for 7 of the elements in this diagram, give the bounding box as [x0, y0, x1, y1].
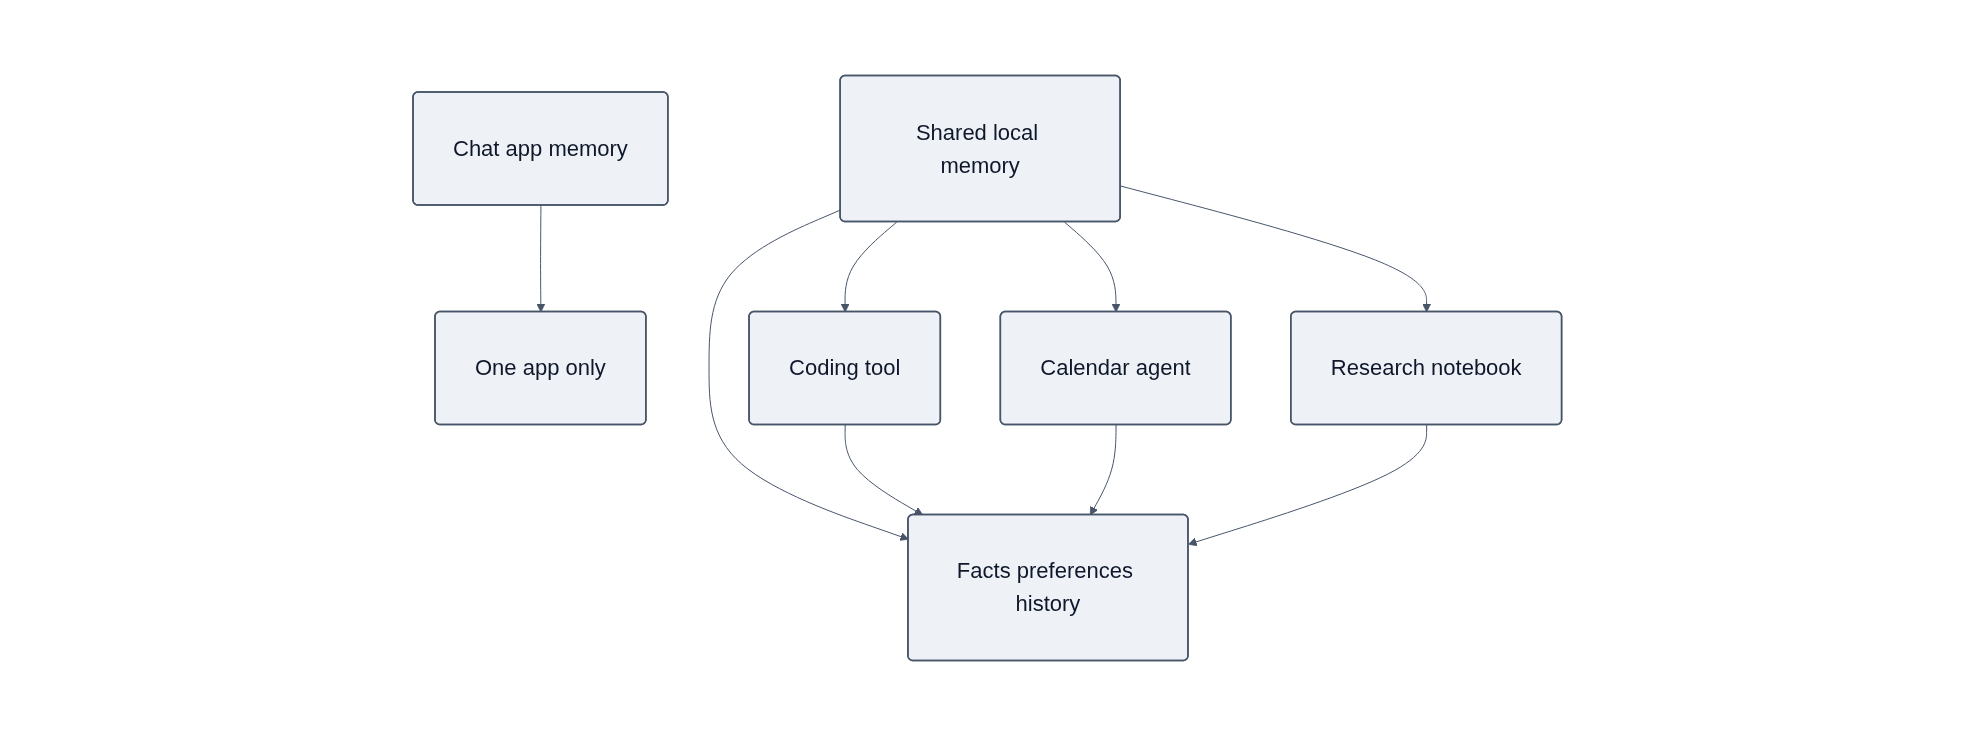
arrow	[844, 424, 923, 516]
arrow	[1063, 221, 1121, 313]
arrow	[1089, 424, 1117, 516]
arrow	[840, 221, 898, 313]
arrow	[1119, 185, 1431, 313]
arrow	[536, 205, 545, 313]
arrow	[1187, 424, 1427, 547]
